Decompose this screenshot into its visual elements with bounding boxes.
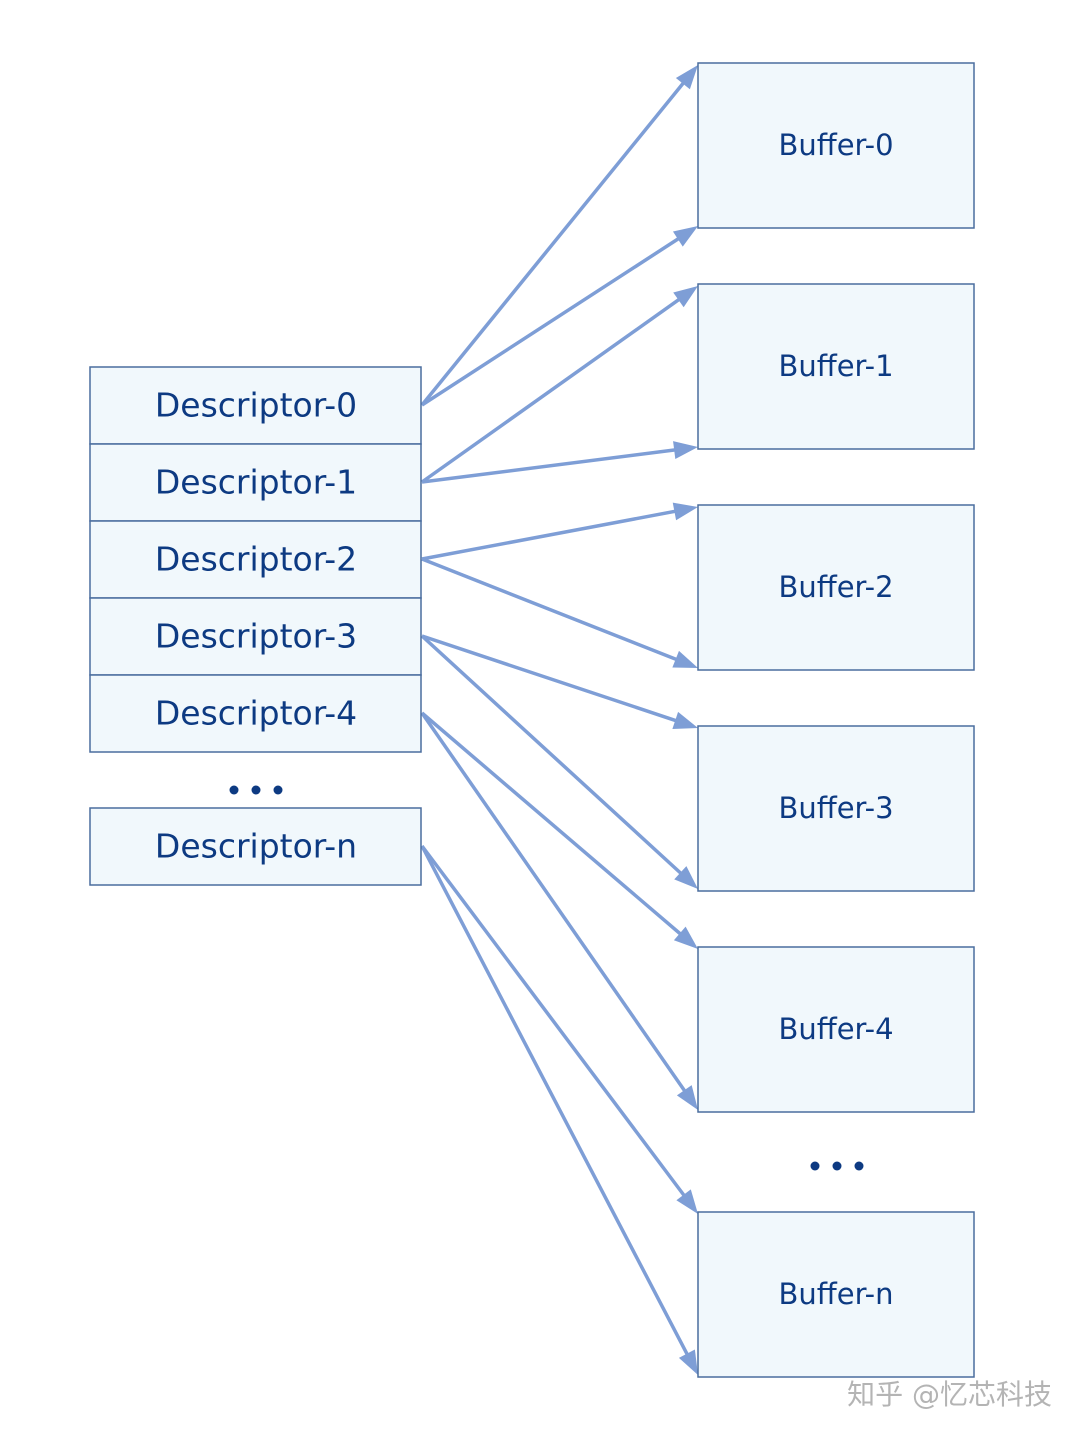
arrow-line [420,712,689,1095]
descriptor-0-label: Descriptor-0 [155,386,357,425]
arrow-line [420,711,684,938]
arrow-line [420,844,688,1200]
descriptor-4-box: Descriptor-4 [89,674,422,753]
descriptor-2-box: Descriptor-2 [89,520,422,599]
arrow-descriptor-3-to-buffer-3-bottom [420,634,698,889]
buffer-2-label: Buffer-2 [778,570,893,604]
arrow-descriptor-2-to-buffer-2-top [421,502,698,561]
arrows-layer [420,65,698,1375]
descriptor-4-label: Descriptor-4 [155,694,357,733]
arrow-descriptor-2-to-buffer-2-bottom [421,557,698,668]
arrow-line [420,845,691,1359]
buffer-n-box: Buffer-n [697,1211,975,1378]
arrowhead [673,286,698,308]
arrow-line [421,634,680,724]
arrow-descriptor-0-to-buffer-0-bottom [421,226,698,407]
arrow-descriptor-1-to-buffer-1-bottom [421,441,698,484]
descriptor-2-label: Descriptor-2 [155,540,357,579]
descriptor-1-box: Descriptor-1 [89,443,422,522]
arrow-line [421,508,679,561]
descriptor-ellipsis [229,785,283,795]
arrow-line [421,235,683,407]
arrowhead [676,1189,698,1214]
arrowhead [673,926,698,949]
arrow-line [421,557,681,663]
buffer-0-box: Buffer-0 [697,62,975,229]
arrow-descriptor-5-to-buffer-5-bottom [420,845,698,1375]
arrow-descriptor-0-to-buffer-0-top [420,65,698,407]
arrow-descriptor-4-to-buffer-4-top [420,711,698,949]
buffer-1-box: Buffer-1 [697,283,975,450]
buffer-4-label: Buffer-4 [778,1012,893,1046]
arrowhead [672,226,698,247]
arrowhead [675,65,698,90]
buffer-3-label: Buffer-3 [778,791,893,825]
buffer-column: Buffer-0 Buffer-1 Buffer-2 Buffer-3 Buff… [697,62,975,1378]
arrowhead [672,502,698,521]
arrowhead [676,1085,698,1110]
buffer-3-box: Buffer-3 [697,725,975,892]
arrow-descriptor-1-to-buffer-1-top [420,286,698,484]
buffer-2-box: Buffer-2 [697,504,975,671]
arrow-line [421,447,679,484]
arrow-descriptor-5-to-buffer-5-top [420,844,698,1214]
descriptor-3-box: Descriptor-3 [89,597,422,676]
arrowhead [673,441,698,459]
descriptor-3-label: Descriptor-3 [155,617,357,656]
arrow-descriptor-3-to-buffer-3-top [421,634,698,729]
descriptor-n-box: Descriptor-n [89,807,422,886]
watermark: 知乎 @忆芯科技 [847,1378,1052,1411]
arrow-line [420,296,683,484]
buffer-n-label: Buffer-n [778,1277,893,1311]
descriptor-1-label: Descriptor-1 [155,463,357,502]
arrow-line [420,79,687,407]
descriptor-table: Descriptor-0 Descriptor-1 Descriptor-2 D… [89,366,422,886]
arrowhead [672,711,698,729]
descriptor-0-box: Descriptor-0 [89,366,422,445]
arrowhead [674,866,698,889]
arrowhead [678,1349,698,1375]
arrow-descriptor-4-to-buffer-4-bottom [420,712,698,1110]
buffer-0-label: Buffer-0 [778,128,893,162]
descriptor-n-label: Descriptor-n [155,827,357,866]
buffer-1-label: Buffer-1 [778,349,893,383]
buffer-4-box: Buffer-4 [697,946,975,1113]
arrow-line [420,634,685,877]
buffer-ellipsis [810,1161,864,1171]
arrowhead [672,650,698,668]
